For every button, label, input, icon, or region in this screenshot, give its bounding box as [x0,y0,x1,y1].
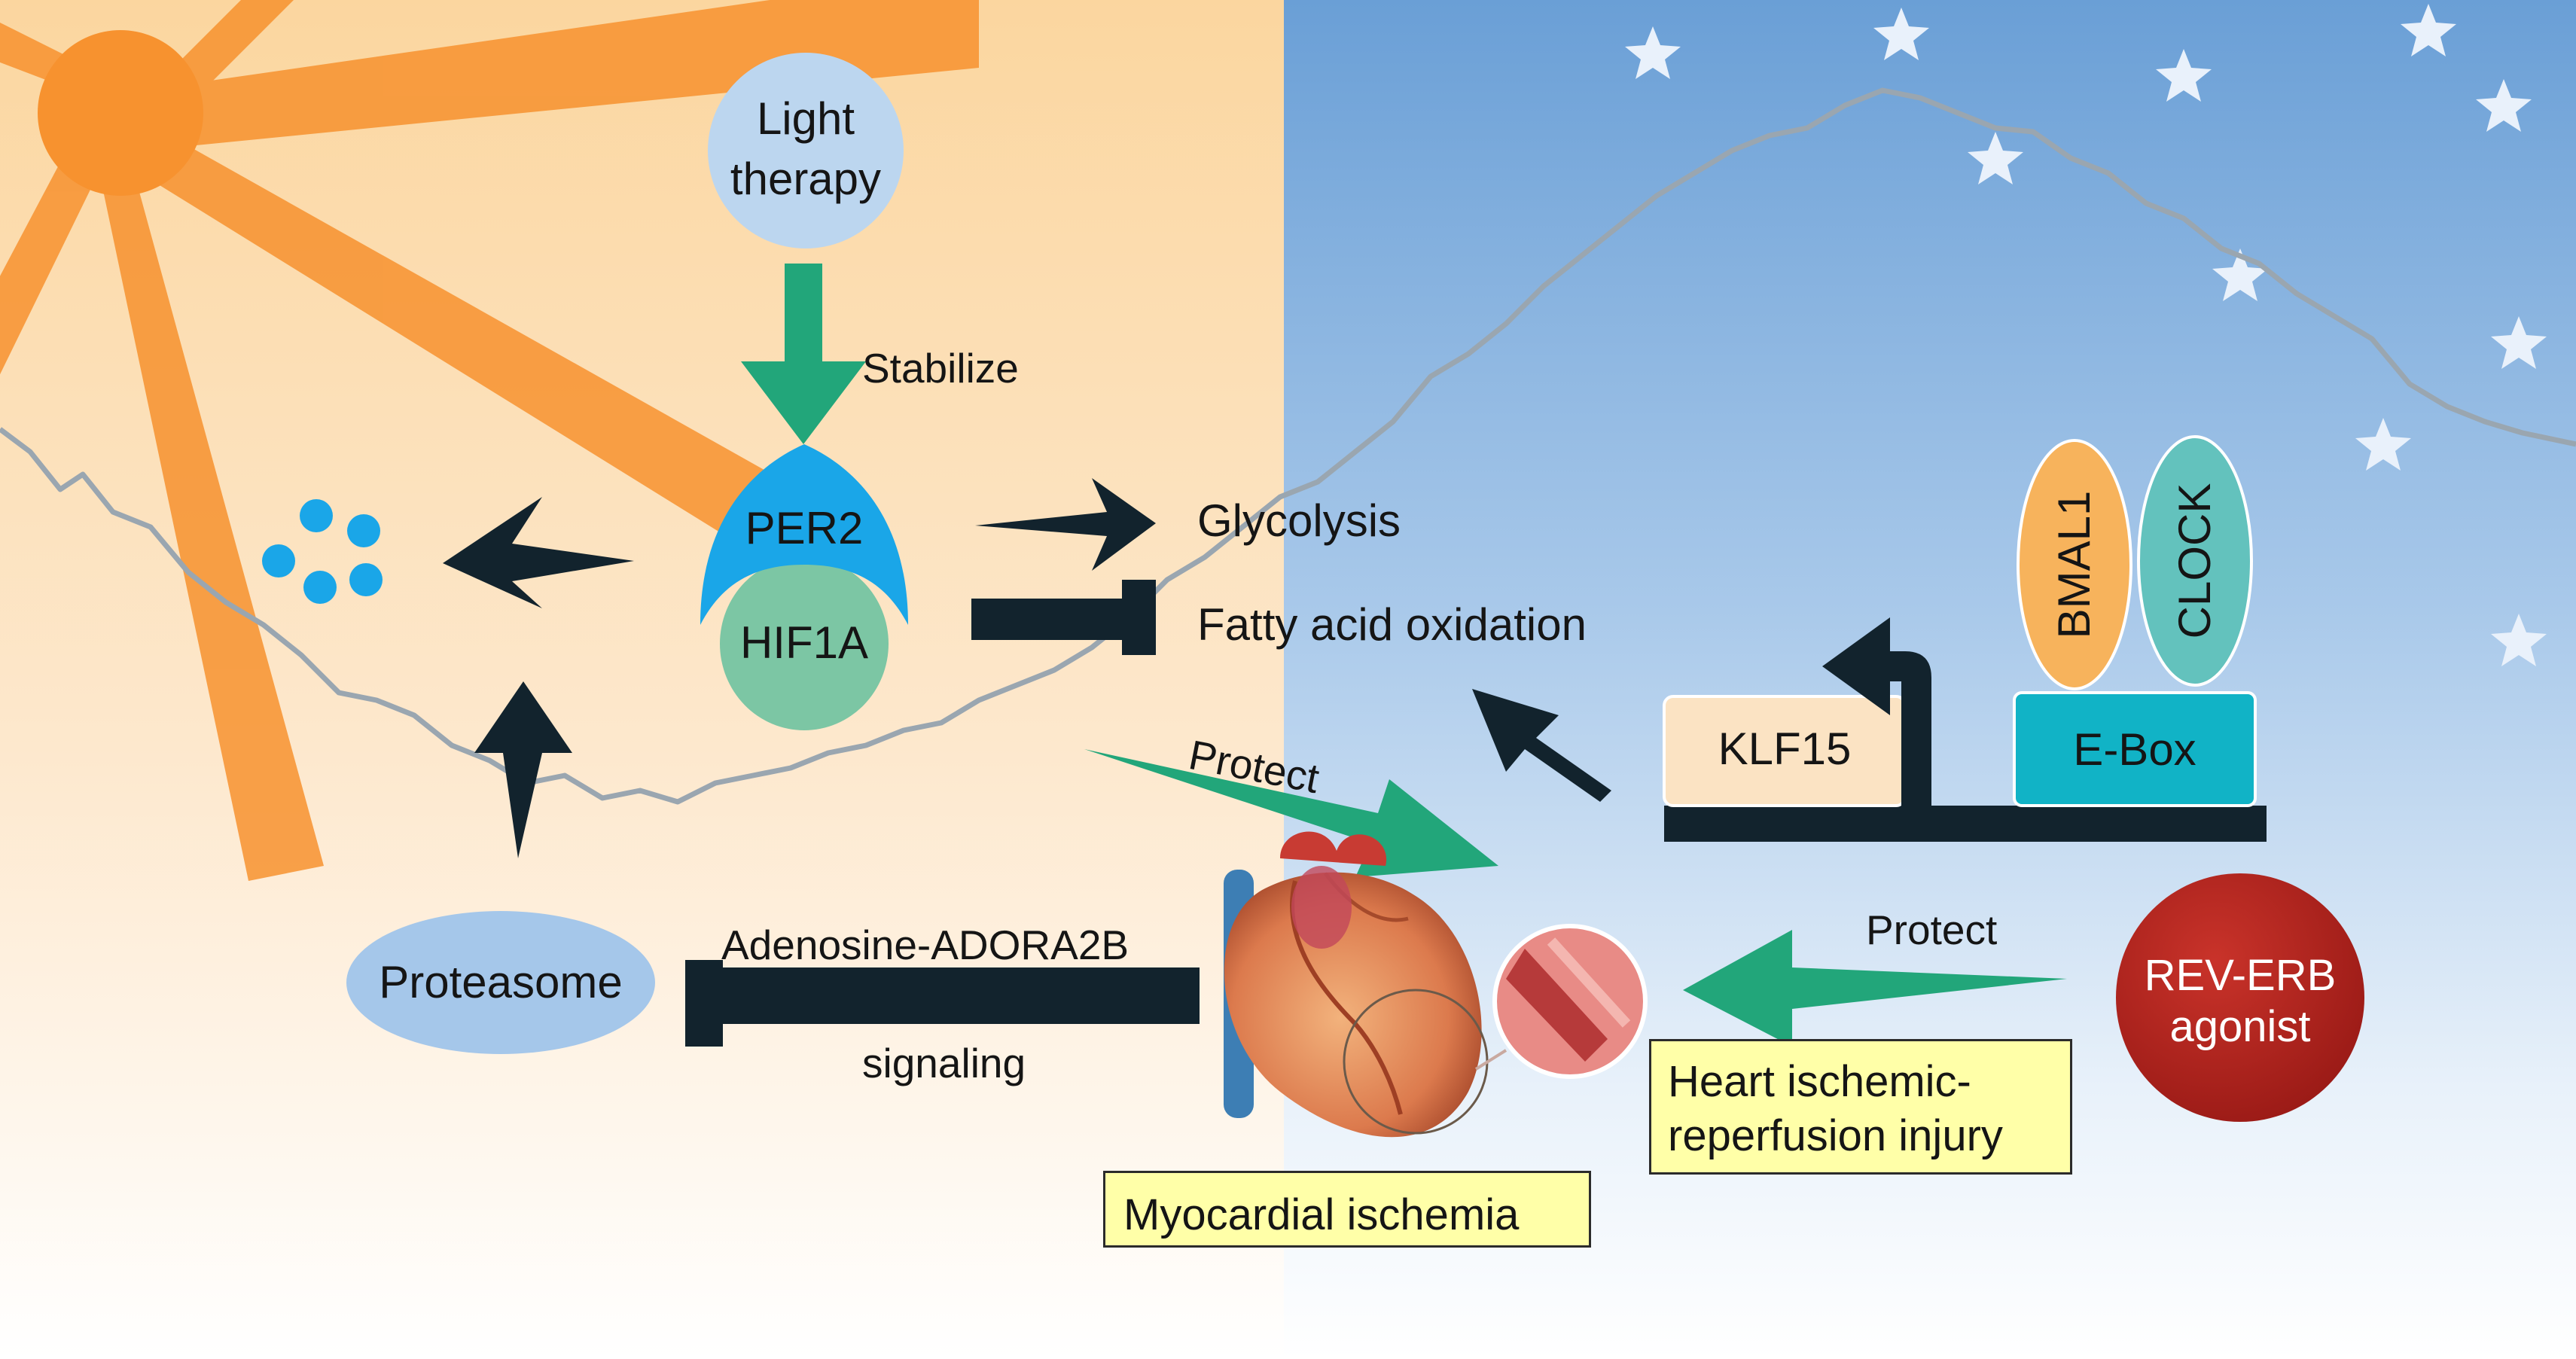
klf15-to-fao-arrow [1472,689,1611,802]
star-icon [2491,316,2547,369]
degradation-arrow [443,497,634,608]
light-therapy-line-2: therapy [730,154,882,204]
bmal1-ellipse [2017,439,2132,690]
stabilize-label: Stabilize [862,345,1019,392]
hif1a-ellipse [720,557,889,730]
transcription-arrow [1822,617,1931,806]
star-icon [2476,79,2532,132]
dna-baseline [1664,806,2267,842]
glycolysis-label: Glycolysis [1197,495,1401,546]
heart-injury-line-2: reperfusion injury [1668,1111,2003,1160]
clock-label: CLOCK [2169,483,2220,639]
stabilize-arrow [741,264,866,444]
protect-label-right: Protect [1866,907,1998,953]
rev-erb-line-1: REV-ERB [2144,951,2337,1000]
ebox-label: E-Box [2073,724,2196,775]
rev-erb-line-2: agonist [2169,1002,2311,1051]
protect-arrow-left [1084,749,1498,877]
proteasome-label: Proteasome [379,957,623,1007]
light-therapy-circle [708,53,904,248]
myocardial-ischemia-label: Myocardial ischemia [1123,1190,1520,1239]
heart-icon [1224,831,1507,1138]
heart-injury-box: Heart ischemic- reperfusion injury [1649,1039,2072,1175]
clock-ellipse [2137,435,2253,687]
rev-erb-label: REV-ERB agonist [2116,950,2364,1053]
star-icon [2355,418,2411,471]
sun-icon [0,0,979,881]
myocardial-ischemia-box: Myocardial ischemia [1103,1171,1591,1248]
adenosine-label: Adenosine-ADORA2B [721,922,1129,968]
star-icon [1968,132,2023,184]
heart-injury-line-1: Heart ischemic- [1668,1057,1971,1106]
star-icon [1873,8,1929,60]
proteasome-ellipse [346,911,655,1054]
per2-label: PER2 [745,503,864,553]
star-icon [2491,614,2547,666]
protect-arrow-right [1683,930,2067,1047]
signaling-label: signaling [862,1040,1026,1086]
proteasome-up-arrow [474,681,572,858]
light-therapy-label: Light therapy [708,89,904,209]
adenosine-inhibition-head [685,960,723,1047]
bmal1-label: BMAL1 [2049,490,2099,639]
degraded-protein-dots-icon [262,499,383,604]
fao-inhibition-bar [971,599,1145,640]
adenosine-inhibition-bar [697,967,1200,1024]
fao-inhibition-head [1122,580,1156,655]
hif1a-label: HIF1A [739,617,869,668]
star-icon [1625,26,1681,79]
glycolysis-arrow [975,478,1156,571]
klf15-label: KLF15 [1718,724,1852,774]
rev-erb-circle [2116,873,2364,1122]
ebox-box [2013,691,2257,807]
fatty-acid-oxidation-label: Fatty acid oxidation [1197,599,1587,650]
star-icon [2212,248,2268,301]
circadian-rhythm-line [0,87,2576,805]
star-icon [2401,4,2456,56]
light-therapy-line-1: Light [756,93,855,144]
stars [1625,4,2547,666]
star-icon [2156,49,2212,102]
artery-cross-section-icon [1492,924,1648,1079]
per2-shape [700,444,908,625]
